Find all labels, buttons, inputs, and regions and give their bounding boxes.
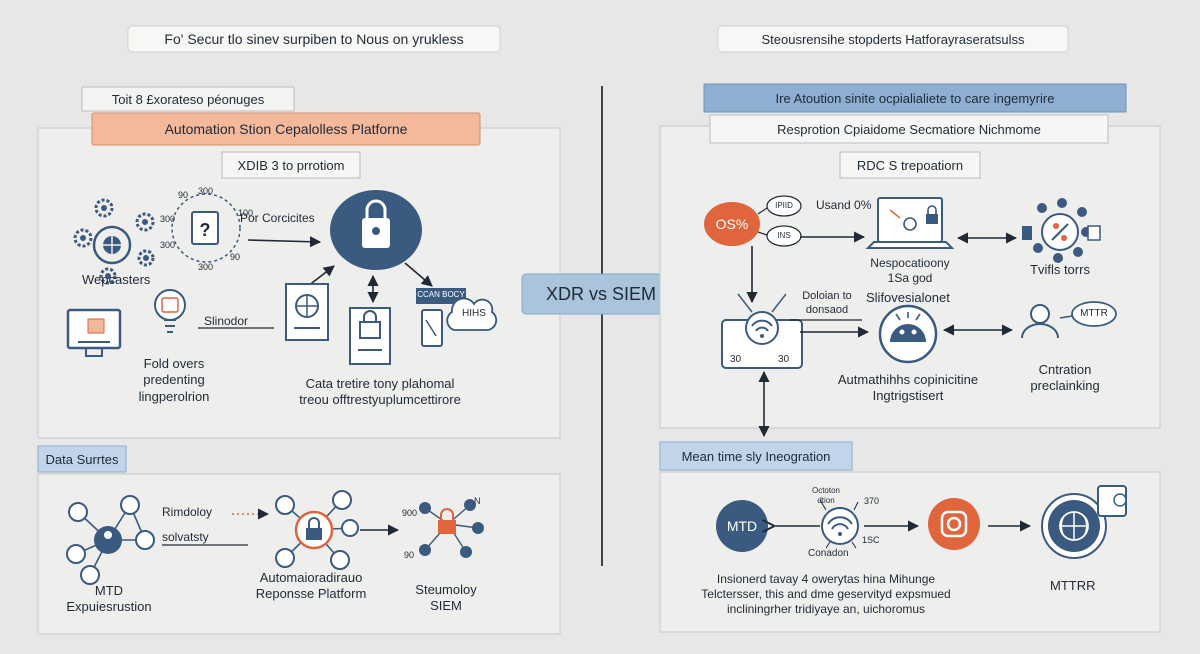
automation-text: Automaioradirauo Reponsse Platform: [255, 570, 367, 602]
automat-label: Autmathihhs copinicitine Ingtrigstisert: [837, 372, 979, 404]
tag-id-2: INS: [777, 231, 791, 240]
right-top-pill: [703, 83, 1127, 113]
small-900-label: 900: [402, 508, 418, 518]
phone-icon: [421, 309, 443, 347]
solvatsty-label: solvatsty: [162, 530, 209, 544]
small-n-label: N: [474, 496, 481, 506]
tick-7: 90: [230, 252, 241, 262]
badge-box: [416, 288, 466, 304]
network-mtd-icon: [66, 495, 155, 585]
laptop-icon: [865, 197, 955, 249]
platform-title: Automation Stion Cepalolless Platforne: [164, 121, 408, 137]
tick-4: 300: [160, 214, 176, 224]
mean-time-pill: [659, 441, 853, 471]
tick-1: 90: [178, 190, 189, 200]
slifovesl-label: Slifovesialonet: [866, 290, 950, 305]
mttr-bubble-label: MTTR: [1080, 308, 1108, 319]
xdr-label-box: [221, 151, 361, 179]
robot-circle-icon: [878, 304, 938, 364]
tick-3: 100: [238, 208, 254, 218]
left-small-pill: [81, 86, 295, 112]
doloan-label: Doloian to donsaod: [802, 290, 852, 316]
left-small-pill-label: Toit 8 £xorateso péonuges: [111, 91, 265, 107]
monitor-icon: [66, 308, 122, 357]
stinodor-label: Slinodor: [204, 314, 249, 328]
data-sources-pill: [37, 445, 127, 473]
question-dial-icon: ?: [171, 193, 241, 263]
tick-5: 300: [160, 240, 176, 250]
small-90-label: 90: [404, 550, 415, 560]
gear-cluster-icon: [73, 198, 155, 285]
network-siem-icon: [419, 499, 484, 558]
right-second-pill: [709, 114, 1109, 144]
hub-icon: [1022, 198, 1101, 263]
mttrr-label: MTTRR: [1050, 578, 1096, 593]
right-second-pill-label: Resprotion Cpiaidome Secmatiore Nichmome: [777, 121, 1041, 137]
fold-text: Fold overs predenting lingperolrion: [138, 356, 210, 404]
left-header-box: [127, 25, 501, 53]
bottom-text: Insionerd tavay 4 owerytas hina Mihunge …: [701, 572, 951, 616]
center-badge: XDR vs SIEM: [545, 283, 656, 304]
globe-document-icon: [285, 283, 329, 341]
right-header: Steousrensihe stopderts Hatforayraserats…: [761, 31, 1025, 47]
arrow-lock-to-badge: [404, 262, 433, 287]
router-icon: [721, 293, 803, 369]
cloud-bubble-icon: [446, 297, 498, 331]
xdr-label: XDIB 3 to prrotiom: [237, 157, 345, 173]
cntration-label: Cntration preclainking: [1030, 362, 1100, 394]
usand-label: Usand 0%: [816, 198, 872, 212]
right-top-pill-label: Ire Atoution sinite ocpialialiete to car…: [775, 90, 1055, 106]
siem-text: Steumoloy SIEM: [415, 582, 477, 614]
camera-icon: [928, 498, 980, 550]
bulb-icon: [154, 289, 186, 333]
svg-text:?: ?: [200, 220, 211, 240]
arrow-to-lock-diag: [307, 265, 335, 287]
network-automation-icon: [275, 490, 359, 570]
tvifls-label: Tvifls torrs: [1030, 262, 1090, 277]
bubble-text: HIHS: [462, 308, 486, 319]
nespoc-label: Nespocatioony 1Sa god: [870, 256, 950, 285]
wifi-icon: [819, 499, 859, 549]
rdc-label: RDC S trepoatiorn: [856, 157, 964, 173]
box-num-1: 30: [730, 354, 742, 365]
rdc-label-box: [839, 151, 981, 179]
n150-label: 1SC: [862, 535, 880, 545]
person-icon: [1021, 301, 1117, 339]
mtd-circle-label: MTD: [726, 518, 758, 534]
n370-label: 370: [864, 496, 880, 506]
badge-text: CCAN BOCY: [417, 290, 465, 299]
octoton-label: Octoton dtion: [811, 486, 840, 505]
passport-icon: [349, 307, 391, 365]
tick-6: 300: [198, 262, 214, 272]
arrow-dial-to-lock: [247, 236, 322, 248]
os-badge: OS%: [715, 216, 749, 232]
tag-nodes: [757, 195, 802, 247]
rimdoloy-label: Rimdoloy: [162, 505, 213, 519]
tag-id-1: IPIID: [775, 201, 793, 210]
por-label: Por Corcicites: [240, 211, 315, 225]
mtd-text: MTD Expuiesrustion: [66, 583, 152, 615]
tick-2: 300: [198, 186, 214, 196]
globe-icon: [1041, 485, 1127, 559]
platform-title-bar: [91, 112, 481, 146]
os-badge-circle: [704, 202, 760, 246]
right-header-box: [717, 25, 1069, 53]
data-sources-label: Data Surrtes: [45, 451, 119, 467]
webcasters-label: Wepcasters: [82, 272, 151, 287]
left-header: Fo' Secur tlo sinev surpiben to Nous on …: [164, 31, 464, 47]
mean-time-label: Mean time sly Ineogration: [681, 448, 831, 464]
conadon-label: Conadon: [808, 548, 849, 559]
central-lock-icon: [330, 190, 422, 270]
mtd-circle-shape: [716, 500, 768, 552]
data-text: Cata tretire tony plahomal treou offtres…: [299, 376, 461, 408]
box-num-2: 30: [778, 354, 790, 365]
